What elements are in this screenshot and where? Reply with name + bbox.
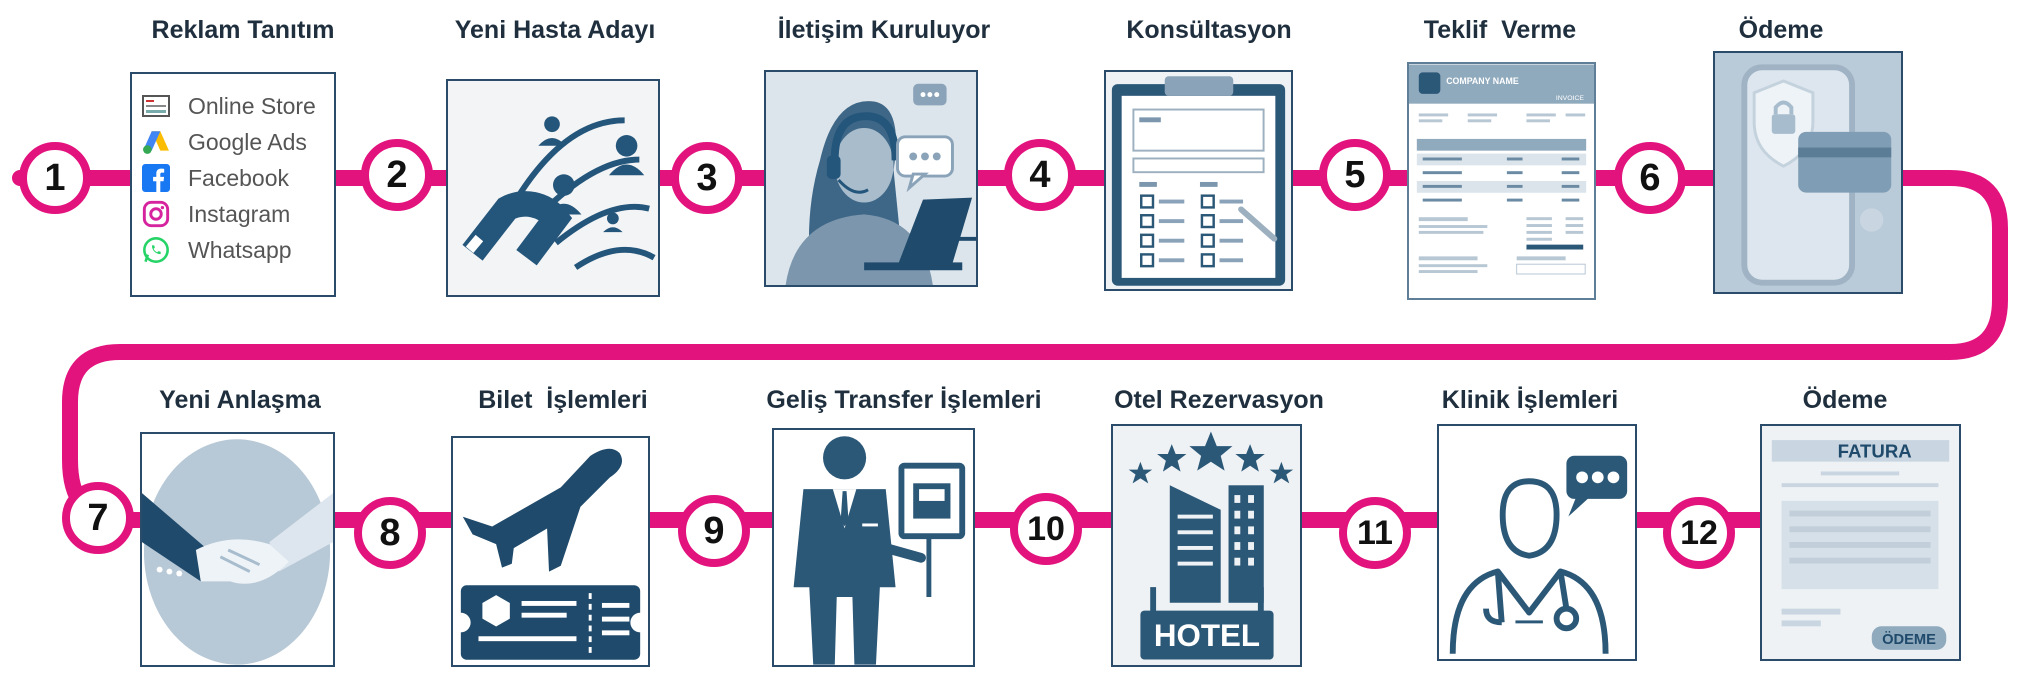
ad-channel-list: Online Store Google Ads Facebook Instagr…	[142, 88, 316, 268]
fatura-document: FATURA ÖDEME	[1771, 440, 1950, 650]
fatura-card: FATURA ÖDEME	[1760, 424, 1961, 661]
step-title-10: Otel Rezervasyon	[1114, 386, 1324, 414]
invoice-doc-label: INVOICE	[1556, 95, 1585, 102]
fatura-pay-button: ÖDEME	[1882, 631, 1936, 648]
step-number-5: 5	[1319, 139, 1391, 211]
step-title-7: Yeni Anlaşma	[159, 386, 321, 414]
greeter-icon	[793, 436, 966, 665]
agreement-card	[140, 432, 335, 667]
step-number-10: 10	[1010, 493, 1082, 565]
step-title-6: Ödeme	[1738, 16, 1824, 44]
ad-channel-label: Facebook	[188, 164, 290, 191]
clinic-card	[1437, 424, 1637, 661]
ad-channels-card: Online Store Google Ads Facebook Instagr…	[130, 72, 336, 297]
step-title-5: Teklif Verme	[1423, 16, 1577, 44]
facebook-icon	[142, 164, 170, 192]
step-title-9: Geliş Transfer İşlemleri	[766, 386, 1042, 414]
step-number-11: 11	[1339, 497, 1411, 569]
invoice-company-name: COMPANY NAME	[1446, 76, 1519, 86]
step-number-2: 2	[361, 139, 433, 211]
ad-channel-label: Online Store	[188, 92, 316, 119]
hotel-card: HOTEL	[1111, 424, 1302, 667]
hotel-building-icon: HOTEL	[1128, 431, 1294, 660]
instagram-icon	[142, 200, 170, 228]
doctor-icon	[1449, 455, 1628, 654]
step-title-8: Bilet İşlemleri	[478, 386, 648, 414]
payment-card	[1713, 51, 1903, 294]
customer-support-icon	[766, 72, 976, 285]
invoice-document: COMPANY NAME INVOICE	[1409, 64, 1594, 275]
ticket-card	[451, 436, 650, 667]
handshake-icon	[142, 439, 333, 665]
list-item: Whatsapp	[142, 232, 316, 268]
step-title-3: İletişim Kuruluyor	[777, 16, 991, 44]
call-center-card	[764, 70, 978, 287]
step-number-3: 3	[671, 142, 743, 214]
clipboard-icon	[1111, 76, 1286, 286]
list-item: Online Store	[142, 88, 316, 124]
secure-payment-icon	[1715, 53, 1901, 292]
invoice-card: COMPANY NAME INVOICE	[1407, 62, 1596, 300]
step-number-9: 9	[678, 495, 750, 567]
magnet-icon	[462, 116, 656, 270]
google-ads-icon	[142, 128, 170, 156]
ad-channel-label: Instagram	[188, 200, 291, 227]
step-title-1: Reklam Tanıtım	[151, 16, 335, 44]
list-item: Facebook	[142, 160, 316, 196]
whatsapp-icon	[142, 236, 170, 264]
hotel-sign-text: HOTEL	[1154, 618, 1260, 653]
step-number-12: 12	[1663, 497, 1735, 569]
step-number-8: 8	[354, 497, 426, 569]
lead-magnet-card	[446, 79, 660, 297]
step-title-4: Konsültasyon	[1126, 16, 1292, 44]
step-title-12: Ödeme	[1802, 386, 1888, 414]
ad-channel-label: Google Ads	[188, 128, 307, 155]
list-item: Google Ads	[142, 124, 316, 160]
transfer-card	[772, 428, 975, 667]
ad-channel-label: Whatsapp	[188, 236, 292, 263]
fatura-title: FATURA	[1838, 441, 1912, 462]
step-number-4: 4	[1004, 139, 1076, 211]
step-number-6: 6	[1614, 142, 1686, 214]
consultation-card	[1104, 70, 1293, 291]
step-number-1: 1	[19, 142, 91, 214]
step-title-2: Yeni Hasta Adayı	[454, 16, 656, 44]
list-item: Instagram	[142, 196, 316, 232]
plane-ticket-icon	[453, 448, 648, 660]
step-title-11: Klinik İşlemleri	[1441, 386, 1619, 414]
store-icon	[142, 92, 170, 120]
step-number-7: 7	[62, 482, 134, 554]
